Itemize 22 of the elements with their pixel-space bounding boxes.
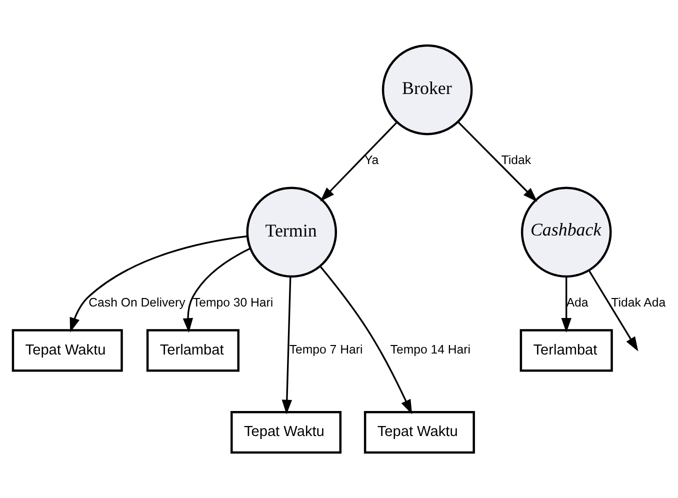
- node-box: Tepat Waktu: [12, 329, 123, 372]
- edge-label: Ya: [364, 153, 379, 168]
- node-box: Tepat Waktu: [230, 411, 342, 454]
- arrow: [588, 270, 638, 352]
- edge-label: Ada: [566, 296, 588, 310]
- arrow: [561, 276, 572, 333]
- edge-label: Tempo 14 Hari: [390, 342, 470, 357]
- edge-label: Tidak: [501, 153, 532, 168]
- edge-label: Tempo 30 Hari: [192, 296, 274, 310]
- arrow: [319, 266, 412, 414]
- node-box: Terlambat: [146, 329, 240, 372]
- edge-label: Cash On Delivery: [88, 296, 186, 310]
- node-box: Tepat Waktu: [364, 411, 475, 454]
- arrow: [70, 235, 248, 332]
- arrow: [282, 276, 292, 414]
- node-circle: Broker: [382, 44, 473, 136]
- arrow: [458, 121, 538, 202]
- arrow: [320, 122, 398, 202]
- arrow: [182, 248, 250, 333]
- edge-label: Tidak Ada: [611, 296, 666, 310]
- edge-label: Tempo 7 Hari: [289, 342, 363, 357]
- node-box: Terlambat: [520, 329, 613, 372]
